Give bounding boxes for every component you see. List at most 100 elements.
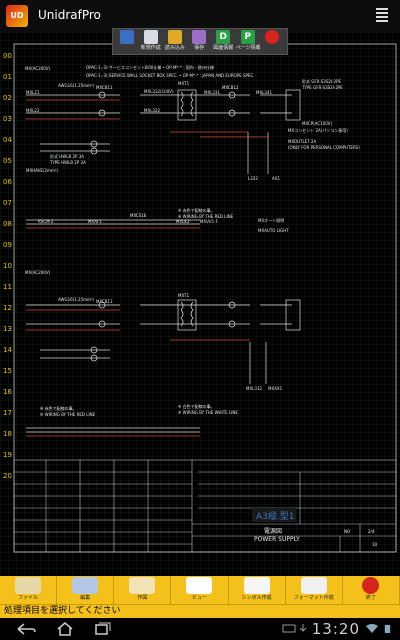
mxt1-label: MXT1 — [178, 81, 190, 86]
revision-number: 10 — [372, 542, 378, 547]
light-en-label: MXAUTO LIGHT — [258, 228, 289, 233]
wifi-icon — [366, 624, 378, 633]
drawing-title-jp: 電源図 — [264, 528, 283, 535]
row-label: 12 — [3, 304, 12, 312]
mxlk2-label: MXLK2 — [176, 219, 190, 224]
page-info-icon: P — [240, 30, 255, 44]
overflow-menu-icon[interactable] — [376, 8, 388, 22]
system-nav-bar: 13:20 — [0, 618, 400, 640]
lamp-type-label: TYPE HWLB 2P 3A — [50, 160, 86, 165]
toolbar-button-label: 新規作成 — [140, 45, 161, 51]
row-label: 05 — [3, 157, 12, 165]
row-label: 20 — [3, 472, 12, 480]
mxl322-label: MXL322 — [144, 108, 161, 113]
mxl341-label: MXL341 — [256, 90, 273, 95]
label-mx-mid: MX(AC200V) — [25, 270, 51, 275]
mxl22-label: MXL22 — [26, 108, 40, 113]
lamp-jp-label: 形式 HWLB 2P 3A — [50, 154, 84, 159]
function-button-5[interactable]: フォーマット作成 — [286, 576, 343, 604]
save-icon — [192, 30, 207, 44]
row-label: 14 — [3, 346, 12, 354]
view-icon — [186, 577, 213, 594]
row-label: 13 — [3, 325, 12, 333]
open-folder-icon — [167, 30, 182, 44]
back-icon[interactable] — [16, 622, 36, 636]
toolbar-button-0[interactable] — [115, 30, 138, 53]
gfr-top-label: 形式 GFR-S3S2I-2PE — [302, 79, 342, 84]
function-button-label: ファイル — [18, 595, 39, 601]
draw-icon — [129, 577, 156, 594]
mxcb11b-label: MXCB11 — [96, 299, 113, 304]
function-button-0[interactable]: ファイル — [0, 576, 58, 604]
mxt1b-label: MXT1 — [178, 293, 190, 298]
function-button-label: 編集 — [80, 595, 91, 601]
recent-apps-icon[interactable] — [94, 622, 112, 636]
label-mx-top: MX(AC200V) — [25, 66, 51, 71]
app-titlebar: UD UnidrafPro — [0, 0, 400, 33]
mxcp-label: MXCP(AC100V) — [302, 121, 333, 126]
row-label: 02 — [3, 94, 12, 102]
format-icon — [300, 577, 327, 594]
mxl332b-label: MXL332 — [246, 386, 263, 391]
toolbar-button-6[interactable] — [261, 30, 284, 53]
toolbar-button-1[interactable]: 新規作成 — [139, 30, 162, 53]
row-label: 07 — [3, 199, 12, 207]
move-icon — [119, 30, 134, 44]
outlet-jp-label: MXコンセント 2A(パソコン専用) — [288, 128, 348, 133]
legend3-jp: ※ 赤色で配線の事。 — [40, 406, 77, 411]
mxl21-label: MXL21 — [26, 90, 40, 95]
function-button-1[interactable]: 編集 — [57, 576, 115, 604]
app-title: UnidrafPro — [38, 8, 101, 22]
awg-mid-text: AWG16(1.25mm²) — [58, 297, 95, 302]
outlet-en2-label: (ONLY FOR PERSONAL COMPUTERS) — [288, 145, 360, 150]
symbol-icon — [243, 577, 270, 594]
type-top-label: TYPE GFR-S3S2I-2PE — [302, 85, 343, 90]
new-document-icon — [143, 30, 158, 44]
file-icon — [15, 577, 42, 594]
toolbar-button-label: 読み込み — [164, 45, 185, 51]
row-label: 18 — [3, 430, 12, 438]
mxaf1-label: MXAF1 — [88, 219, 102, 224]
mxhs-label: MXHAVE(2mm²) — [26, 168, 59, 173]
function-button-label: 作図 — [137, 595, 148, 601]
row-label: 19 — [3, 451, 12, 459]
mxcb12-label: MXCB12 — [222, 85, 239, 90]
l332-label: L332 — [248, 176, 258, 181]
drawing-title-en: POWER SUPPLY — [254, 536, 300, 543]
toolbar-button-label: ページ情報 — [235, 45, 260, 51]
row-label: 09 — [3, 241, 12, 249]
light-jp-label: MXオート照明 — [258, 218, 285, 223]
no-label: NO — [344, 529, 351, 534]
row-label: 06 — [3, 178, 12, 186]
legend-red-jp: ※ 赤色で配線の事。 — [178, 208, 215, 213]
home-icon[interactable] — [56, 622, 74, 636]
function-button-label: シンボル作成 — [241, 595, 272, 601]
legend4-en: ※ WIRING BY THE RED LINE — [40, 412, 96, 417]
battery-icon — [384, 624, 391, 633]
toolbar-button-2[interactable]: 読み込み — [163, 30, 186, 53]
legend6-en: ※ WIRING BY THE WHITE LINE — [178, 410, 238, 415]
function-button-label: フォーマット作成 — [293, 595, 334, 601]
function-button-6[interactable]: 終了 — [343, 576, 400, 604]
toolbar-button-3[interactable]: 保存 — [188, 30, 211, 53]
notification-icon — [282, 624, 296, 633]
function-button-2[interactable]: 作図 — [114, 576, 172, 604]
function-button-label: ビュー — [191, 595, 207, 601]
mxcb11-label: MXCB11 — [96, 85, 113, 90]
rscm-label: RSCM-2 — [38, 219, 54, 224]
function-button-label: 終了 — [365, 595, 376, 601]
spec-en-text: OPAC-1,-3):SERVICE WALL SOCKET BOX SPEC.… — [86, 73, 255, 78]
spec-jp-text: OPAC-1,-3):サービスコンセントBOX仕様 • OP-M*-* : 国内… — [86, 65, 214, 70]
close-icon — [265, 30, 280, 44]
toolbar-button-label: 保存 — [194, 45, 205, 51]
download-icon — [299, 624, 307, 632]
mxl331-label: MXL331 — [204, 90, 221, 95]
function-button-3[interactable]: ビュー — [171, 576, 229, 604]
function-button-4[interactable]: シンボル作成 — [229, 576, 286, 604]
toolbar-button-label: 図面情報 — [213, 45, 234, 51]
page-number: 2/4 — [368, 529, 375, 534]
